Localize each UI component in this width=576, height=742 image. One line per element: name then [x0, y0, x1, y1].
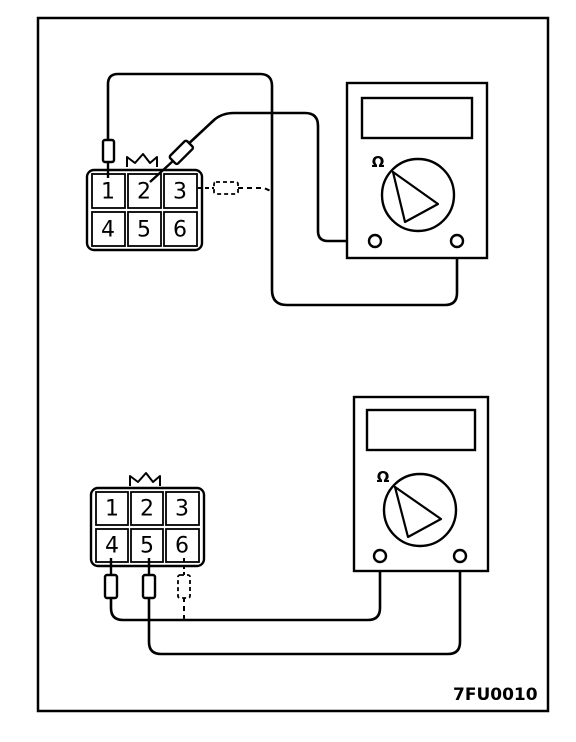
- pin-cell: [163, 211, 198, 247]
- pin-label: 2: [140, 497, 154, 522]
- probe-pin6-optional: [177, 558, 191, 599]
- connector-latch: [129, 472, 161, 486]
- pin-label: 1: [101, 180, 115, 205]
- pin-label: 6: [175, 534, 189, 559]
- pin-label: 1: [105, 497, 119, 522]
- pin-cell: [91, 211, 126, 247]
- connector-latch: [126, 153, 158, 167]
- pin-label: 2: [137, 180, 151, 205]
- pin-label: 3: [173, 180, 187, 205]
- pin-cell: [130, 491, 164, 526]
- ohm-label: Ω: [372, 153, 385, 171]
- probe-pin2: [149, 139, 195, 183]
- ohm-terminal: [372, 548, 388, 564]
- multimeter-display: [360, 96, 474, 140]
- wire-pin2-to-meter-ohm: [182, 111, 377, 243]
- pin-cell: [163, 173, 198, 209]
- pin-label: 4: [101, 218, 115, 243]
- ohm-label: Ω: [377, 468, 390, 486]
- pin-cell: [91, 173, 126, 209]
- ohm-terminal: [367, 233, 383, 249]
- pin-label: 4: [105, 534, 119, 559]
- probe-pin1: [101, 138, 116, 178]
- pin-label: 6: [173, 218, 187, 243]
- multimeter-top: Ω: [345, 81, 489, 260]
- multimeter-display: [365, 408, 477, 452]
- pin-label: 5: [137, 218, 151, 243]
- probe-pin3-optional: [198, 181, 239, 195]
- pin-cell: [130, 528, 164, 563]
- figure-frame: [36, 16, 550, 713]
- bottom-test-setup: Ω 1 2 3 4 5 6: [89, 395, 490, 656]
- wire-pin5-to-meter-com: [147, 554, 462, 656]
- pin-cell: [165, 528, 200, 563]
- figure-code: 7FU0010: [453, 685, 538, 705]
- connector-bottom: 1 2 3 4 5 6: [89, 472, 206, 568]
- com-terminal: [452, 548, 468, 564]
- pin-label: 3: [175, 497, 189, 522]
- pin-cell: [127, 211, 162, 247]
- connector-top: 1 2 3 4 5 6: [85, 153, 204, 252]
- pin-cell: [95, 491, 129, 526]
- selector-pointer: [391, 170, 440, 224]
- wire-pin1-to-meter-com: [106, 72, 459, 307]
- top-test-setup: Ω 1 2 3 4 5 6: [85, 72, 489, 307]
- pin-label: 5: [140, 534, 154, 559]
- probe-pin5: [141, 558, 157, 600]
- multimeter-bottom: Ω: [352, 395, 490, 573]
- pin-cell: [165, 491, 200, 526]
- selector-pointer: [393, 485, 443, 539]
- com-terminal: [449, 233, 465, 249]
- dashed-wire-pin3: [238, 187, 274, 193]
- pin-cell: [127, 173, 162, 209]
- probe-pin4: [103, 558, 119, 600]
- wire-pin4-to-meter-ohm: [109, 554, 382, 622]
